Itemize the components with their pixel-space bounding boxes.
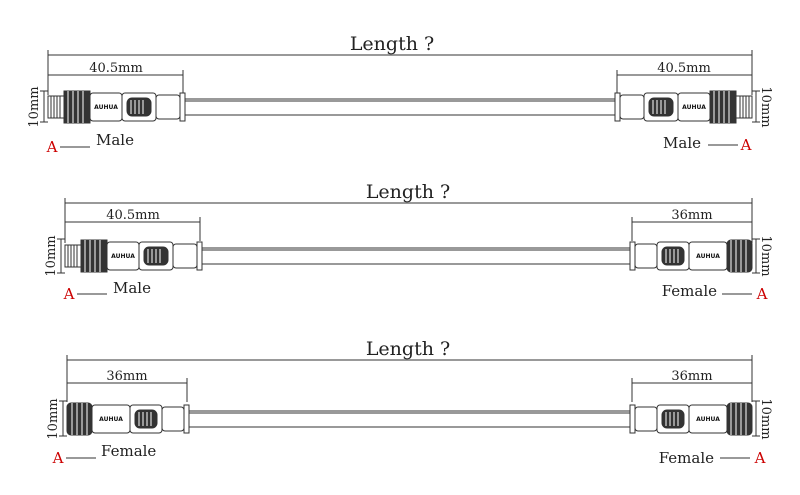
right-dimension-label: 40.5mm	[657, 61, 711, 76]
left-connector-label: Female	[101, 442, 156, 460]
left-tag: A	[63, 285, 75, 303]
length-label: Length ?	[350, 33, 434, 55]
right-connector-label: Female	[662, 282, 717, 300]
right-female-connector	[629, 402, 753, 436]
right-tag: A	[756, 285, 768, 303]
left-dimension-label: 36mm	[106, 369, 147, 384]
brand-logo-text: AUHUA	[696, 416, 720, 423]
left-tag: A	[52, 449, 64, 467]
brand-logo-text: AUHUA	[94, 104, 118, 111]
left-side-dimension: 10mm	[46, 398, 61, 439]
right-dimension-label: 36mm	[671, 369, 712, 384]
right-side-dimension: 10mm	[758, 235, 773, 276]
left-connector-label: Male	[113, 279, 151, 297]
left-female-connector	[66, 402, 190, 436]
brand-logo-text: AUHUA	[682, 104, 706, 111]
left-male-connector	[64, 239, 203, 273]
right-side-dimension: 10mm	[758, 398, 773, 439]
right-connector-label: Female	[659, 449, 714, 467]
left-side-dimension: 10mm	[44, 235, 59, 276]
right-dimension-label: 36mm	[671, 208, 712, 223]
left-side-dimension: 10mm	[27, 86, 42, 127]
left-male-connector	[47, 90, 186, 124]
right-tag: A	[754, 449, 766, 467]
left-connector-label: Male	[96, 131, 134, 149]
length-label: Length ?	[366, 338, 450, 360]
left-tag: A	[46, 138, 58, 156]
cable-1	[40, 50, 760, 148]
brand-logo-text: AUHUA	[99, 416, 123, 423]
left-dimension-label: 40.5mm	[106, 208, 160, 223]
right-male-connector	[614, 90, 753, 124]
right-tag: A	[740, 136, 752, 154]
right-side-dimension: 10mm	[758, 86, 773, 127]
length-label: Length ?	[366, 181, 450, 203]
left-dimension-label: 40.5mm	[89, 61, 143, 76]
cable-3	[59, 355, 760, 459]
brand-logo-text: AUHUA	[111, 253, 135, 260]
right-connector-label: Male	[663, 134, 701, 152]
brand-logo-text: AUHUA	[696, 253, 720, 260]
cable-2	[57, 198, 760, 295]
right-female-connector	[629, 239, 753, 273]
